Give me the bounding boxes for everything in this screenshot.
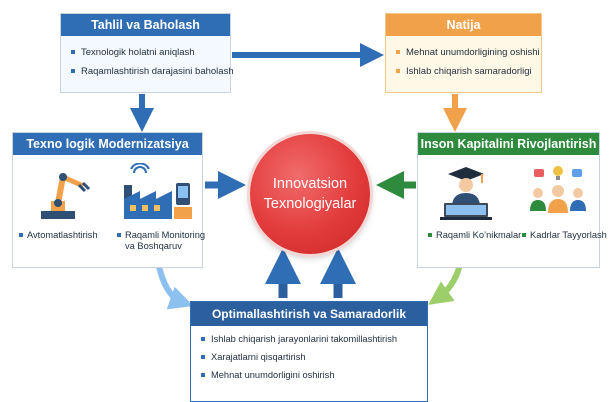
tahlil-box: Tahlil va Baholash Texnologik holatni an… [60,13,234,93]
texno-caption-automation: Avtomatlashtirish [19,230,98,240]
optim-item: Ishlab chiqarish jarayonlarini takomilla… [201,333,419,346]
tahlil-title: Tahlil va Baholash [61,14,230,36]
robot-arm-icon [33,163,103,223]
natija-item: Ishlab chiqarish samaradorligi [396,65,533,78]
factory-icon [118,162,192,223]
inson-caption-training: Kadrlar Tayyorlash [522,230,607,240]
tahlil-item: Texnologik holatni aniqlash [71,46,222,59]
texno-caption-monitoring-line2: va Boshqaruv [125,241,182,251]
inson-caption-skills: Raqamli Ko’nikmalar [427,230,522,240]
natija-item: Mehnat unumdorligining oshishi [396,46,540,59]
texno-title: Texno logik Modernizatsiya [13,133,202,155]
tahlil-item: Raqamlashtirish darajasini baholash [71,65,234,78]
inson-box: Inson Kapitalini Rivojlantirish [417,132,607,268]
optim-list: Ishlab chiqarish jarayonlarini takomilla… [191,326,427,382]
inson-title: Inson Kapitalini Rivojlantirish [418,133,599,155]
arrow-texno-to-optim [155,261,194,310]
texno-caption-monitoring: Raqamli Monitoring [116,230,206,240]
optim-item: Xarajatlarni qisqartirish [201,351,419,364]
optim-item: Mehnat unumdorligini oshirish [201,369,419,382]
center-line-1: Innovatsion [272,176,348,192]
texno-box: Texno logik Modernizatsiya [12,132,206,268]
center-line-2: Texnologiyalar [263,196,357,212]
optim-box: Optimallashtirish va Samaradorlik Ishlab… [190,301,428,402]
natija-title: Natija [386,14,541,36]
optim-title: Optimallashtirish va Samaradorlik [191,302,427,326]
team-icon [522,163,592,223]
natija-box: Natija Mehnat unumdorligining oshishi Is… [385,13,542,93]
natija-list: Mehnat unumdorligining oshishi Ishlab ch… [386,36,541,78]
innovation-center-circle: Innovatsion Texnologiyalar [250,134,370,254]
tahlil-list: Texnologik holatni aniqlash Raqamlashtir… [61,36,234,78]
graduate-icon [432,163,502,223]
